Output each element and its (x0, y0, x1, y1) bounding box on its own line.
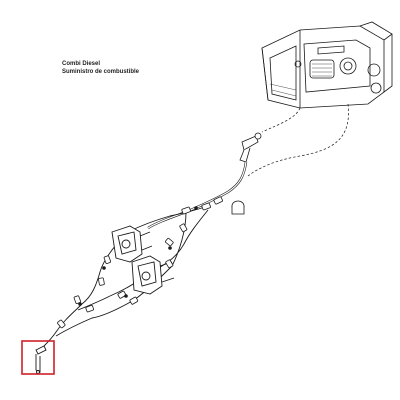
hose-clamps (57, 196, 223, 329)
heater-fuel-connector (239, 132, 262, 163)
diagram-caption: Combi Diesel Suministro de combustible (62, 60, 139, 76)
highlighted-part-frame (21, 340, 55, 375)
fuel-pickup-part (35, 345, 47, 374)
combi-heater-unit (261, 21, 393, 109)
line-clamp (231, 200, 245, 215)
fuel-pump-bracket-lower (131, 255, 175, 295)
dashed-fuel-line (247, 103, 349, 177)
dashed-fuel-line-upper (261, 107, 301, 133)
fuel-pump-bracket-upper (111, 225, 153, 263)
caption-subtitle: Suministro de combustible (62, 69, 140, 75)
line-connector-dots (78, 206, 198, 306)
caption-title: Combi Diesel (62, 61, 101, 67)
